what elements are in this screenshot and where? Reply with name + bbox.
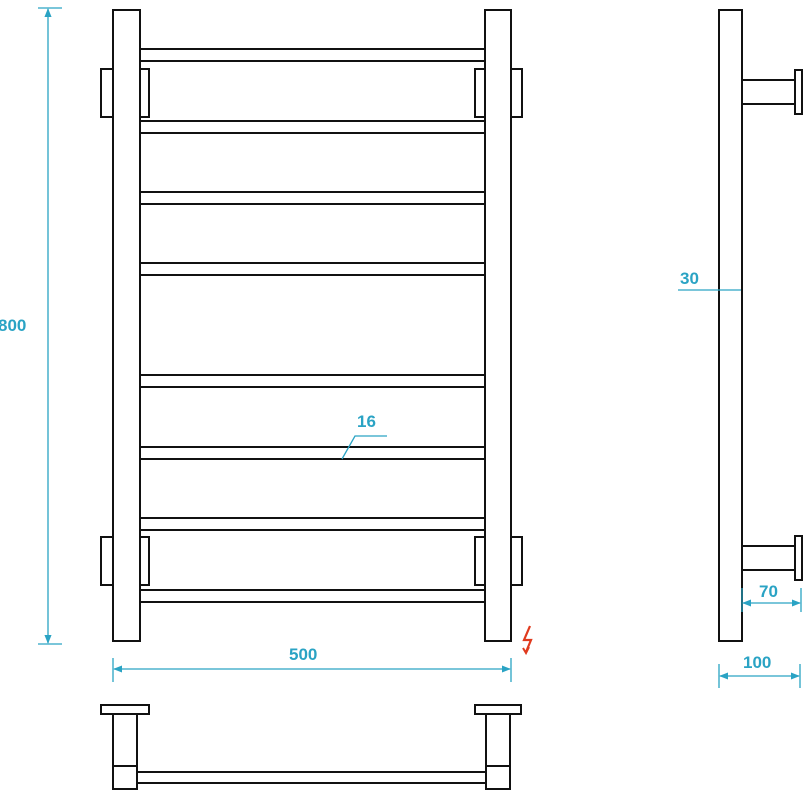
crossbar-3 bbox=[138, 191, 486, 205]
crossbar-8 bbox=[138, 589, 486, 603]
crossbar-4 bbox=[138, 262, 486, 276]
height-label: 800 bbox=[0, 316, 26, 335]
bracket-top-left-outer bbox=[100, 68, 114, 118]
bottom-stem-left bbox=[112, 713, 138, 767]
crossbar-5 bbox=[138, 374, 486, 388]
crossbar-2 bbox=[138, 120, 486, 134]
crossbar-6 bbox=[138, 446, 486, 460]
bracket-bottom-left-outer bbox=[100, 536, 114, 586]
total-depth-dimension: 100 bbox=[718, 653, 801, 688]
bottom-plate-right bbox=[474, 704, 522, 715]
width-dimension: 500 bbox=[112, 645, 512, 682]
lightning-icon bbox=[522, 625, 533, 656]
bottom-view bbox=[100, 704, 522, 790]
bottom-stem-right bbox=[485, 713, 511, 767]
crossbar-size-label: 16 bbox=[357, 412, 376, 431]
side-bracket-top-tube bbox=[741, 79, 796, 105]
bracket-top-right-outer bbox=[510, 68, 523, 118]
right-post bbox=[484, 9, 512, 642]
bottom-crossbar bbox=[136, 771, 487, 784]
front-view bbox=[100, 9, 523, 642]
side-bracket-bottom-plate bbox=[794, 535, 803, 581]
side-bracket-top-plate bbox=[794, 69, 803, 115]
left-post bbox=[112, 9, 141, 642]
bracket-bottom-left-inner bbox=[139, 536, 150, 586]
bracket-top-right-inner bbox=[474, 68, 486, 118]
mount-depth-label: 70 bbox=[759, 582, 778, 601]
bottom-post-left bbox=[112, 765, 138, 790]
crossbar-7 bbox=[138, 517, 486, 531]
crossbar-1 bbox=[138, 48, 486, 62]
total-depth-label: 100 bbox=[743, 653, 771, 672]
bottom-plate-left bbox=[100, 704, 150, 715]
crossbars bbox=[138, 48, 486, 603]
side-post bbox=[718, 9, 743, 642]
bracket-bottom-right-outer bbox=[510, 536, 523, 586]
side-view bbox=[718, 9, 803, 642]
width-label: 500 bbox=[289, 645, 317, 664]
bottom-post-right bbox=[485, 765, 511, 790]
bracket-top-left-inner bbox=[139, 68, 150, 118]
crossbar-size-callout: 16 bbox=[341, 412, 387, 460]
bracket-bottom-right-inner bbox=[474, 536, 486, 586]
wall-brackets bbox=[100, 68, 523, 586]
side-bracket-bottom-tube bbox=[741, 545, 796, 571]
side-profile-label: 30 bbox=[680, 269, 699, 288]
height-dimension: 800 bbox=[0, 7, 62, 645]
mount-depth-dimension: 70 bbox=[741, 582, 802, 612]
side-profile-callout: 30 bbox=[678, 269, 741, 291]
